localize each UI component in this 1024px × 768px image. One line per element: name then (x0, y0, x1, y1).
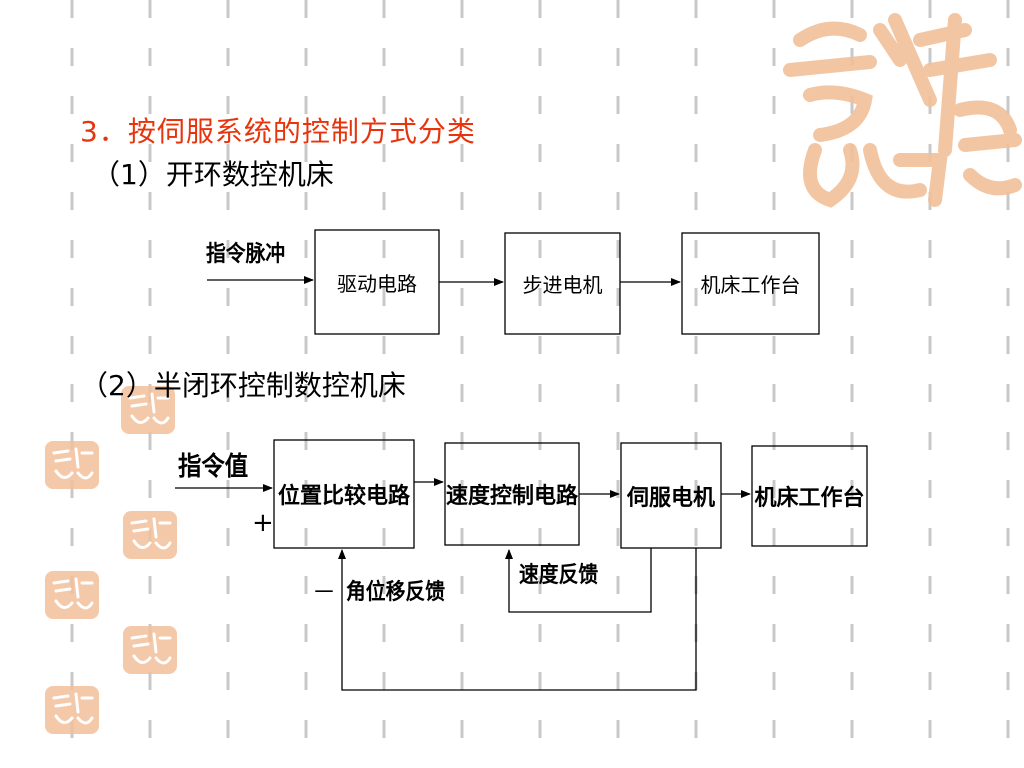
box-label: 速度控制电路 (445, 484, 578, 509)
diagram-semi-closed-loop (175, 439, 868, 691)
box-label: 机床工作台 (700, 273, 801, 297)
speed-feedback-line (505, 548, 652, 613)
input-label-pulse: 指令脉冲 (206, 242, 286, 267)
speed-feedback-label: 速度反馈 (519, 563, 599, 588)
box-label: 位置比较电路 (277, 484, 410, 509)
position-feedback-line (338, 548, 697, 691)
calligraphy-logo (783, 13, 1022, 208)
diagram-open-loop (207, 229, 820, 335)
angle-feedback-label: 角位移反馈 (346, 580, 446, 605)
seal-stamps (45, 386, 177, 734)
box-servo-motor (620, 442, 722, 549)
box-machine-table (681, 232, 820, 335)
box-label: 机床工作台 (754, 486, 865, 511)
seal-stamp (45, 686, 99, 734)
subheading-semi-closed-loop: （2）半闭环控制数控机床 (80, 369, 406, 402)
box-machine-table-2 (751, 445, 868, 547)
box-label: 驱动电路 (337, 271, 417, 296)
seal-stamp (45, 441, 99, 489)
section-heading: 3．按伺服系统的控制方式分类 (80, 115, 476, 148)
input-label-command: 指令值 (178, 452, 249, 482)
minus-sign: － (312, 578, 336, 606)
subheading-open-loop: （1）开环数控机床 (92, 158, 334, 191)
seal-stamp (45, 571, 99, 619)
seal-stamp (123, 511, 177, 559)
seal-stamp (121, 386, 175, 434)
box-label: 步进电机 (522, 273, 603, 297)
box-position-compare (273, 439, 415, 549)
plus-sign: + (252, 508, 274, 538)
box-label: 伺服电机 (626, 485, 715, 511)
box-stepper-motor (504, 232, 621, 335)
seal-stamp (123, 626, 177, 674)
